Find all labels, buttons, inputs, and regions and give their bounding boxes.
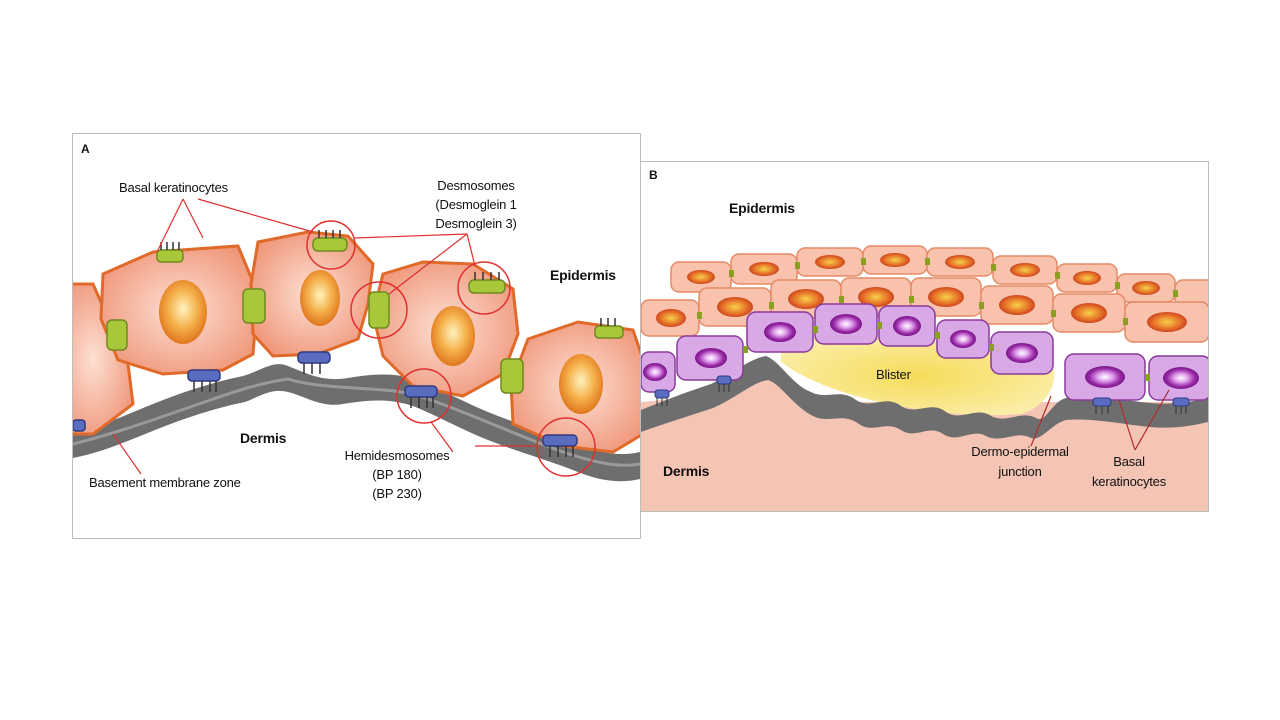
basement-membrane (73, 364, 640, 482)
leader-line (197, 198, 314, 233)
label-bp180: (BP 180) (372, 467, 422, 482)
desmosome (106, 319, 128, 351)
label-dermo-epidermal-1: Dermo-epidermal (971, 444, 1069, 459)
dermo-epidermal-membrane (641, 356, 1208, 439)
hemidesmosome (1092, 397, 1112, 407)
desmosome (368, 291, 390, 329)
label-dermo-epidermal-2: junction (998, 464, 1042, 479)
panel-b-illustration (641, 245, 1208, 511)
hemidesmosome (716, 375, 732, 385)
label-dermis-b: Dermis (663, 463, 710, 479)
desmosome (468, 279, 506, 294)
label-epidermis: Epidermis (550, 267, 616, 283)
panel-letter-b: B (649, 168, 658, 182)
label-hemidesmosomes: Hemidesmosomes (344, 448, 450, 463)
label-blister: Blister (876, 367, 911, 382)
basal-keratinocyte (73, 282, 135, 436)
nucleus (159, 280, 207, 344)
leader-line (1118, 399, 1136, 451)
nucleus (431, 306, 475, 366)
desmosome (312, 237, 348, 252)
highlight-circle (536, 417, 596, 477)
hemidesmosome (73, 419, 86, 432)
desmosome (594, 325, 624, 339)
label-basal-2: keratinocytes (1092, 474, 1166, 489)
highlight-circle (457, 261, 511, 315)
leader-line (156, 198, 184, 253)
panel-b: B Epidermis Blister Dermis Dermo-epiderm… (640, 161, 1209, 512)
label-bp230: (BP 230) (372, 486, 422, 501)
label-desmoglein-1: (Desmoglein 1 (435, 197, 517, 212)
label-epidermis-b: Epidermis (729, 200, 795, 216)
leader-line (466, 233, 476, 267)
hemidesmosome (297, 351, 331, 364)
leader-line (112, 433, 142, 475)
panel-letter-a: A (81, 142, 90, 156)
leader-line (182, 198, 204, 239)
leader-line (354, 233, 468, 239)
hemidesmosome (542, 434, 578, 447)
hemidesmosome (1172, 397, 1190, 407)
nucleus (300, 270, 340, 326)
panel-a: A Basal keratinocytes Desmosomes (Desmog… (72, 133, 641, 539)
label-desmoglein-3: Desmoglein 3) (435, 216, 517, 231)
hemidesmosome (404, 385, 438, 398)
hemidesmosome (654, 389, 670, 399)
label-desmosomes: Desmosomes (437, 178, 515, 193)
desmosome (500, 358, 524, 394)
label-basal-keratinocytes: Basal keratinocytes (119, 180, 228, 195)
panel-a-illustration (73, 198, 640, 482)
label-basement-membrane-zone: Basement membrane zone (89, 475, 241, 490)
leader-line (1030, 395, 1052, 447)
desmosome (156, 249, 184, 263)
basal-keratinocyte (371, 260, 520, 398)
highlight-circle (306, 220, 356, 270)
label-dermis: Dermis (240, 430, 287, 446)
desmosome (242, 288, 266, 324)
leader-line (388, 233, 468, 295)
leader-line (430, 421, 454, 453)
basal-keratinocyte (99, 244, 260, 376)
highlight-circle (396, 368, 452, 424)
hemidesmosome (187, 369, 221, 382)
highlight-circle (350, 281, 408, 339)
nucleus (559, 354, 603, 414)
label-basal-1: Basal (1113, 454, 1145, 469)
basal-keratinocyte (509, 320, 640, 454)
leader-line (1134, 389, 1170, 451)
